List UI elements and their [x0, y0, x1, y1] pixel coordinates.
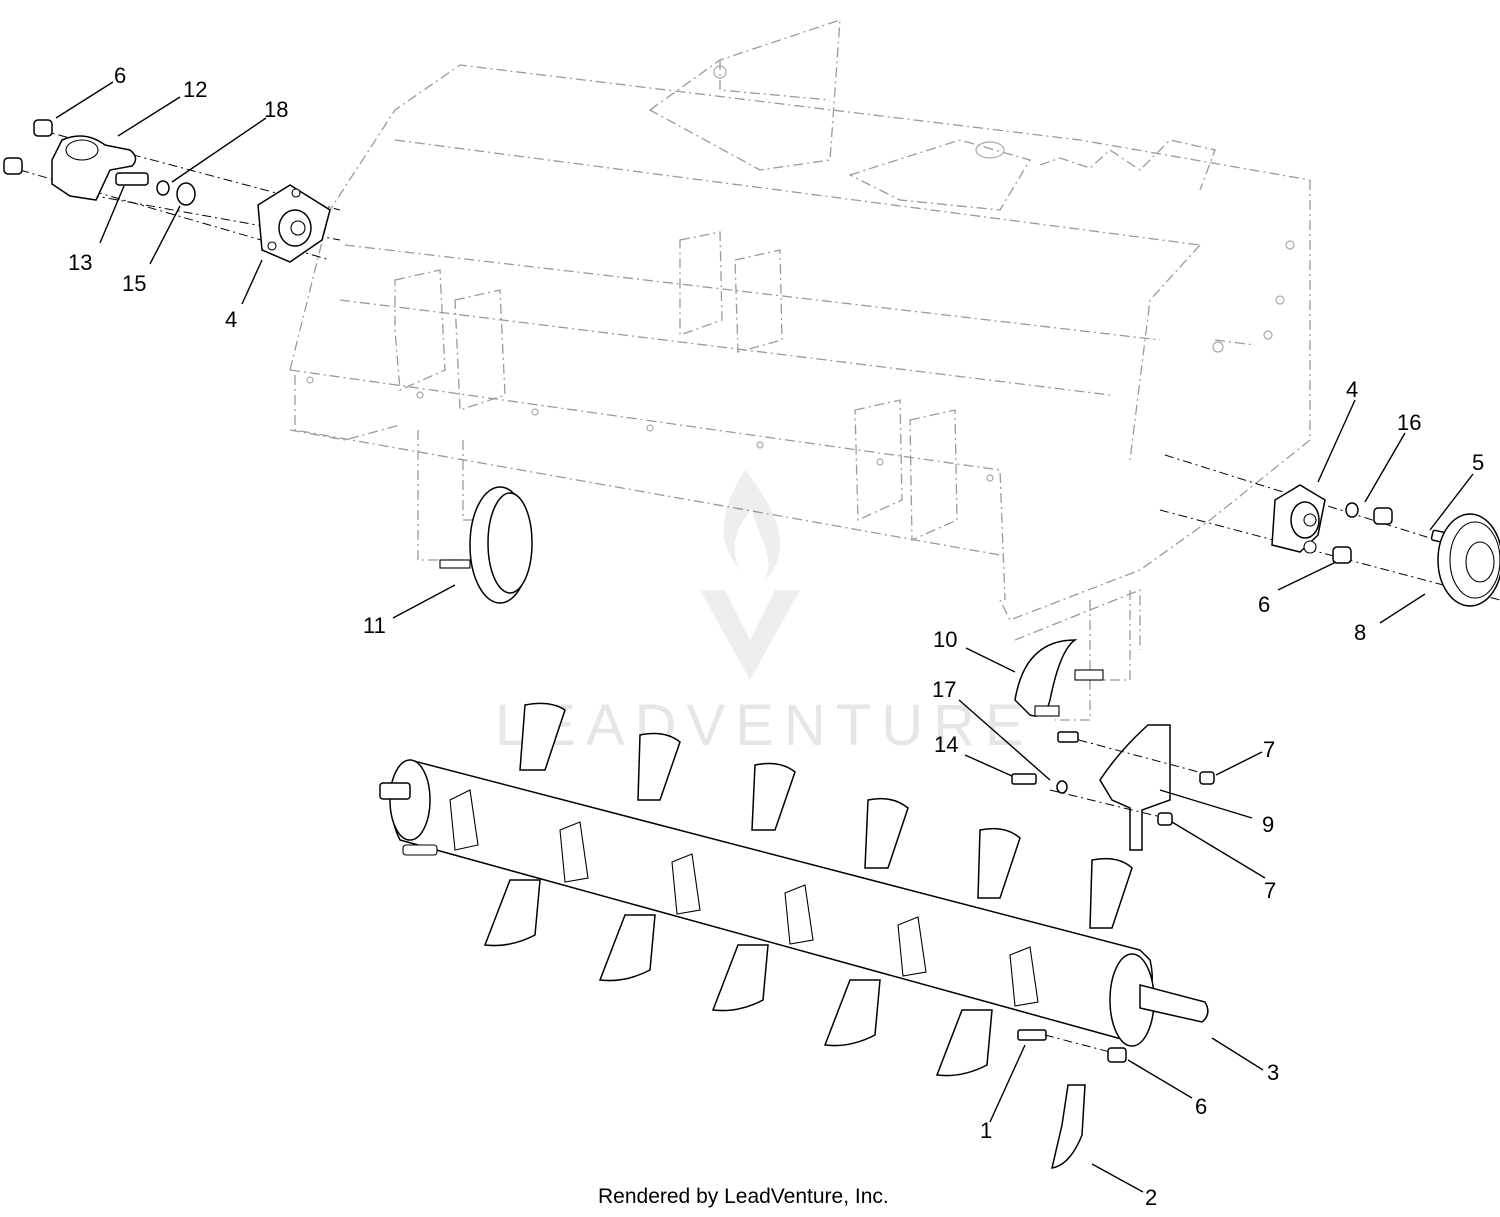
callout-11: 11 — [363, 613, 386, 638]
tiller-housing-phantom — [289, 19, 1311, 721]
tine-blade-top-6 — [1089, 857, 1133, 929]
nut-6-right-upper — [1373, 507, 1393, 525]
callout-1: 1 — [980, 1118, 992, 1143]
callout-6-mid: 6 — [1258, 592, 1270, 617]
tine-blade-top-3 — [751, 762, 796, 831]
depth-wheel-10 — [1014, 639, 1104, 717]
tine-blade-top-5 — [977, 827, 1021, 899]
callout-9: 9 — [1262, 812, 1274, 837]
shaft-stub-left — [379, 782, 411, 800]
callout-4-right: 4 — [1346, 377, 1358, 402]
callout-2: 2 — [1145, 1185, 1157, 1210]
right-bearing-assembly — [1159, 454, 1500, 607]
tine-blade-bottom-1 — [483, 879, 541, 947]
left-bearing-assembly — [3, 119, 341, 263]
nut-6-top-left — [33, 119, 53, 137]
tine-blade-top-1 — [519, 702, 566, 771]
bolt-14-upper — [1057, 731, 1079, 743]
nut-6-bottom — [1107, 1047, 1127, 1063]
nut-7-lower — [1157, 812, 1173, 826]
callout-15: 15 — [122, 271, 146, 296]
callout-10: 10 — [933, 627, 957, 652]
bolt-1 — [1017, 1029, 1047, 1041]
leadventure-watermark: LEADVENTURE — [495, 470, 1034, 758]
tine-blade-top-2 — [637, 732, 681, 801]
nut-7-upper — [1199, 771, 1215, 785]
tine-shaft-assembly — [379, 702, 1209, 1169]
callout-18: 18 — [264, 97, 288, 122]
callout-13: 13 — [68, 250, 92, 275]
shaft-3 — [1139, 984, 1209, 1023]
nut-6-right-mid — [1332, 546, 1352, 564]
lockwasher-16 — [1345, 502, 1359, 518]
tine-blade-bottom-3 — [711, 944, 769, 1012]
bolt-14 — [1011, 773, 1037, 785]
callout-5: 5 — [1472, 450, 1484, 475]
callout-8: 8 — [1354, 620, 1366, 645]
tine-blade-bottom-2 — [598, 914, 656, 982]
callout-16: 16 — [1397, 410, 1421, 435]
bolt-13 — [115, 172, 149, 186]
callout-6-top: 6 — [114, 63, 126, 88]
callout-7-upper: 7 — [1263, 737, 1275, 762]
washer-17 — [1056, 780, 1068, 794]
tine-blade-top-4 — [864, 797, 909, 869]
tine-blade-bottom-5 — [935, 1009, 993, 1077]
callout-6-bottom: 6 — [1195, 1094, 1207, 1119]
nut-6-far-left — [3, 157, 23, 175]
leader-lines — [55, 81, 1474, 1193]
callout-12: 12 — [183, 77, 207, 102]
bracket-9-assembly — [1011, 724, 1215, 851]
watermark-text: LEADVENTURE — [495, 693, 1034, 758]
callout-17: 17 — [932, 677, 956, 702]
tine-bracket-row — [402, 789, 1039, 1007]
callout-7-lower: 7 — [1264, 878, 1276, 903]
tine-blade-bottom-4 — [823, 979, 881, 1047]
depth-wheel-11 — [439, 486, 533, 604]
callout-4-left: 4 — [225, 307, 237, 332]
tine-blade-2-exploded — [1051, 1084, 1086, 1169]
washer-15 — [176, 182, 196, 206]
bracket-9 — [1099, 724, 1171, 851]
callout-numbers: 6 12 18 13 15 4 11 10 4 16 5 6 8 17 14 7… — [68, 63, 1484, 1210]
render-credit: Rendered by LeadVenture, Inc. — [598, 1185, 889, 1208]
callout-3: 3 — [1267, 1060, 1279, 1085]
callout-14: 14 — [934, 732, 958, 757]
lockwasher-18 — [156, 180, 170, 196]
